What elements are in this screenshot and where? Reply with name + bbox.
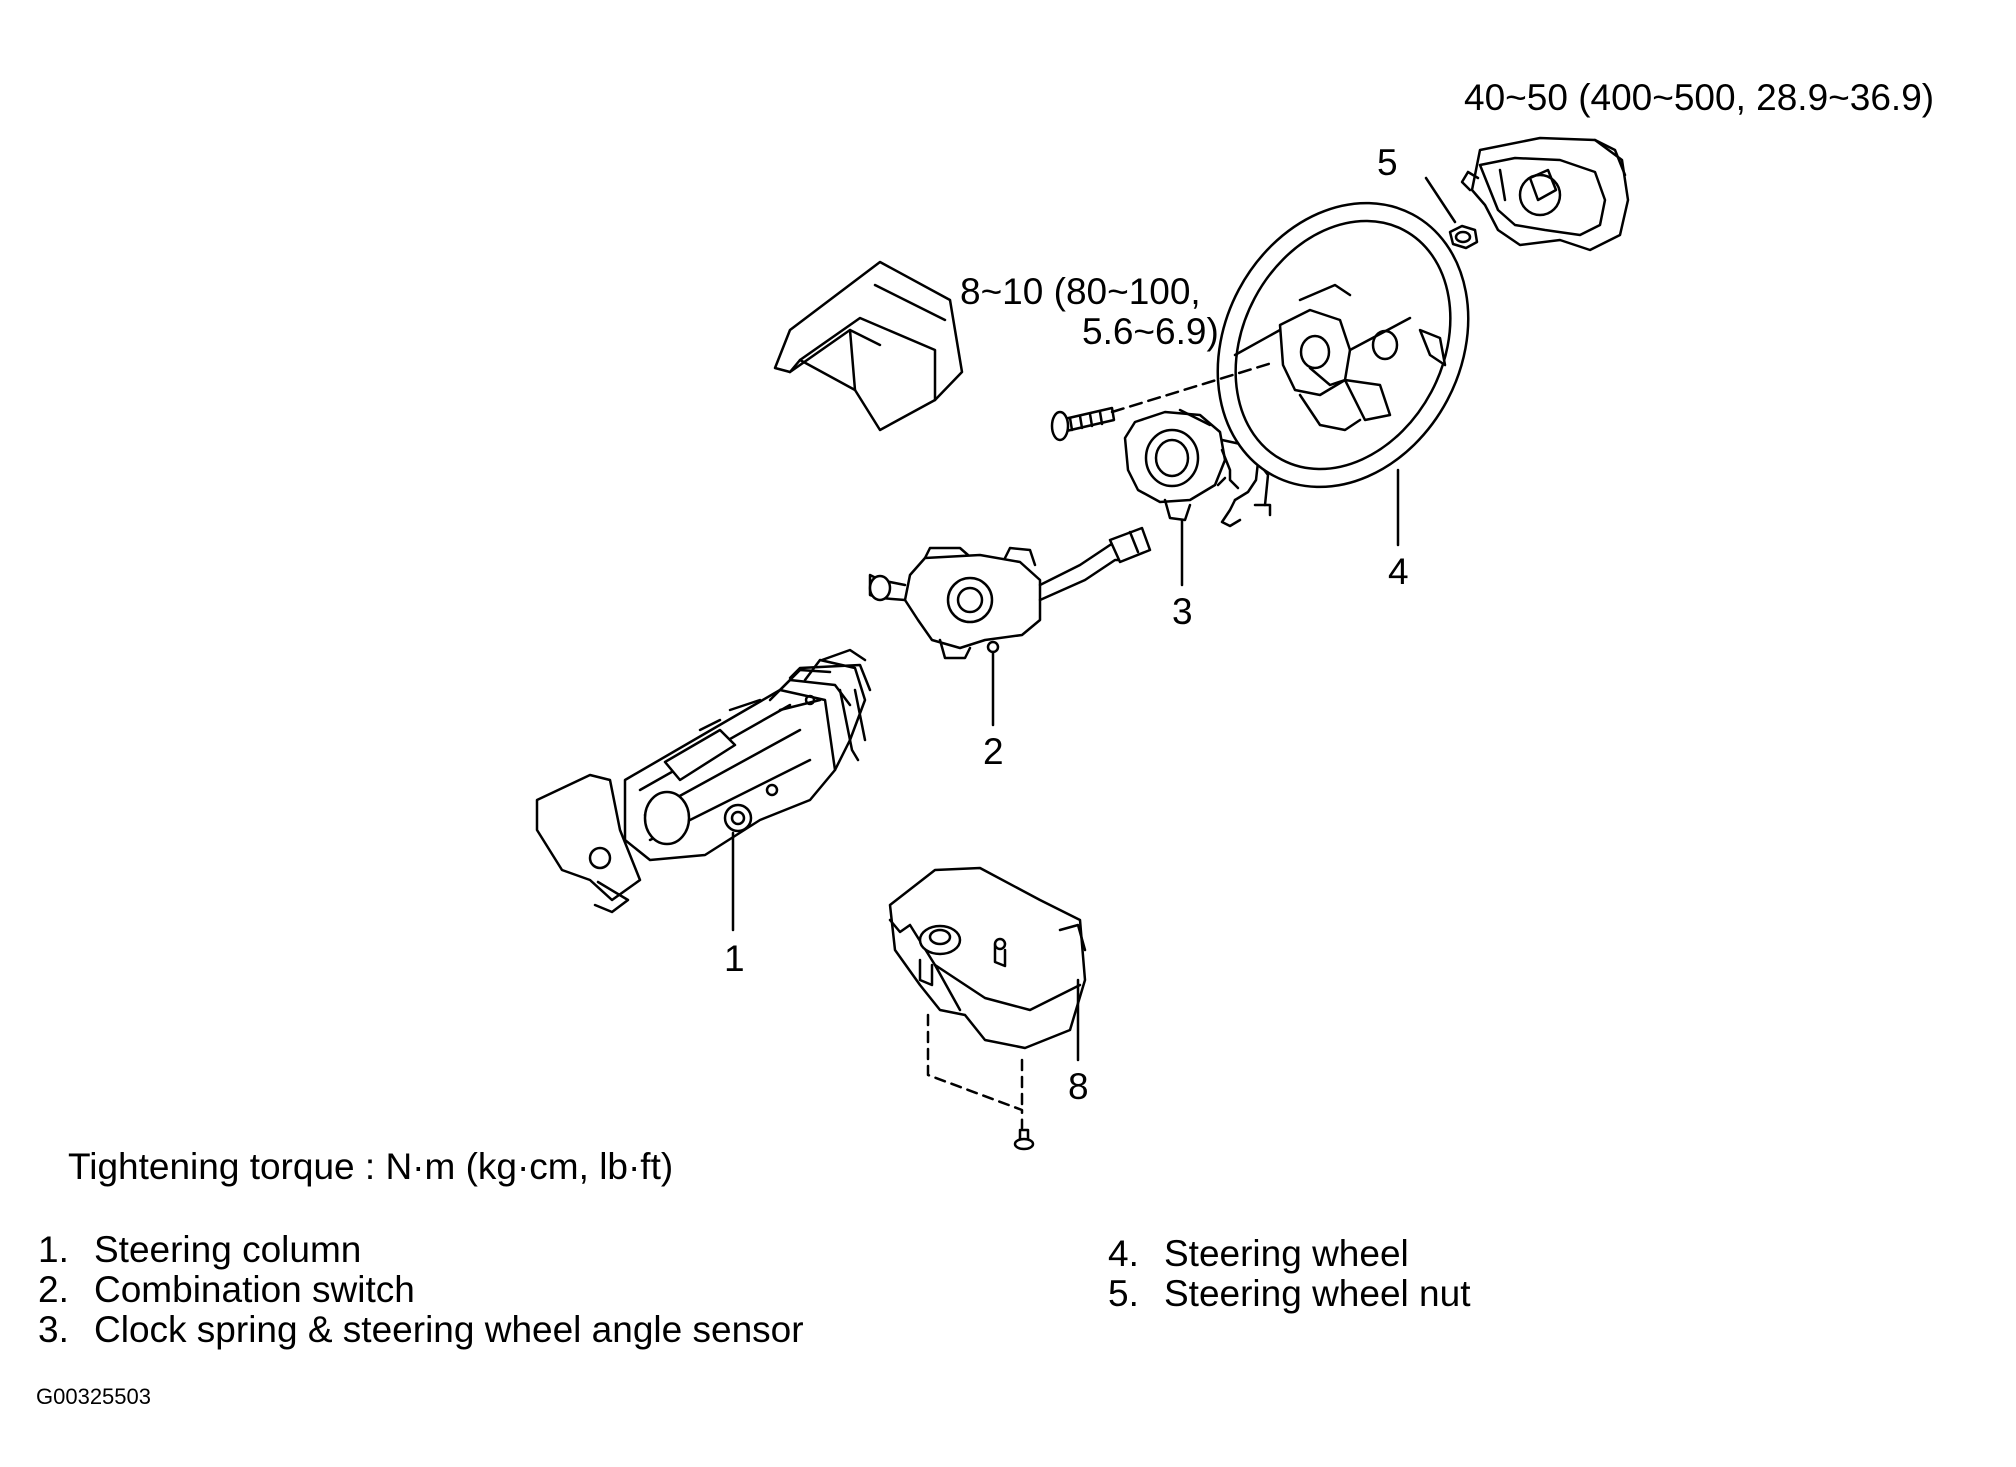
legend-number: 2. — [38, 1269, 69, 1310]
callout-8: 8 — [1068, 1066, 1089, 1107]
callout-5: 5 — [1377, 142, 1398, 183]
lower-screw — [1013, 1128, 1035, 1151]
legend-text: Steering wheel — [1164, 1233, 1409, 1274]
legend-item: 5. Steering wheel nut — [1108, 1274, 1470, 1314]
legend-number: 4. — [1108, 1233, 1139, 1274]
torque-units-note: Tightening torque : N·m (kg·cm, lb·ft) — [68, 1146, 674, 1187]
legend-text: Combination switch — [94, 1269, 415, 1310]
bolt-install-line — [1110, 360, 1277, 414]
legend-number: 3. — [38, 1309, 69, 1350]
leader-5 — [1424, 176, 1457, 224]
screw-install-line — [926, 1013, 1024, 1130]
steering-wheel — [1216, 201, 1470, 489]
callout-3: 3 — [1172, 591, 1193, 632]
legend-text: Steering wheel nut — [1164, 1273, 1471, 1314]
legend-item: 1. Steering column — [38, 1230, 804, 1270]
clock-spring — [1123, 408, 1272, 528]
lower-shroud — [888, 866, 1087, 1050]
legend-number: 1. — [38, 1229, 69, 1270]
mounting-bolt — [1050, 406, 1116, 442]
legend-number: 5. — [1108, 1273, 1139, 1314]
legend-left: 1. Steering column 2. Combination switch 3… — [38, 1230, 804, 1350]
airbag-module — [1460, 136, 1630, 252]
steering-column — [535, 648, 872, 914]
legend-item: 3. Clock spring & steering wheel angle se… — [38, 1310, 804, 1350]
nut-torque-spec: 40~50 (400~500, 28.9~36.9) — [1464, 77, 1935, 118]
callout-1: 1 — [724, 938, 745, 979]
bolt-torque-spec-line1: 8~10 (80~100, — [960, 271, 1201, 312]
callout-2: 2 — [983, 731, 1004, 772]
upper-shroud — [773, 260, 964, 432]
legend-text: Steering column — [94, 1229, 362, 1270]
legend-text: Clock spring & steering wheel angle sens… — [94, 1309, 804, 1350]
legend-right: 4. Steering wheel 5. Steering wheel nut — [1108, 1234, 1470, 1314]
callout-4: 4 — [1388, 551, 1409, 592]
steering-wheel-nut — [1448, 224, 1479, 250]
combination-switch — [868, 526, 1152, 660]
bolt-torque-spec-line2: 5.6~6.9) — [1082, 311, 1219, 352]
legend-item: 4. Steering wheel — [1108, 1234, 1470, 1274]
figure-id: G00325503 — [36, 1384, 151, 1409]
legend-item: 2. Combination switch — [38, 1270, 804, 1310]
